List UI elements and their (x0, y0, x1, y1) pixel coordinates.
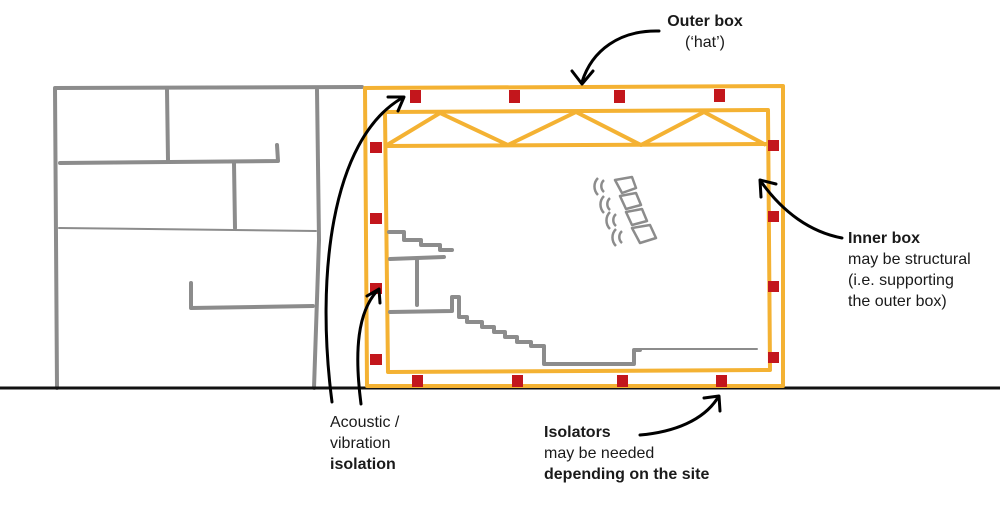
isolators-title: Isolators (544, 424, 611, 441)
existing-building (53, 85, 364, 390)
isolator-right-2 (768, 211, 779, 222)
arrow-acoustic-inner-head (365, 287, 382, 305)
inner-box (383, 108, 772, 374)
isolator-top-3 (614, 90, 625, 103)
isolator-bottom-1 (412, 375, 423, 387)
arrow-isolators (638, 397, 719, 437)
outer-box-label: Outer box (‘hat’) (660, 11, 750, 53)
isolator-right-3 (768, 281, 779, 292)
isolator-top-4 (714, 89, 725, 102)
outer-box-note: (‘hat’) (684, 34, 725, 51)
isolator-top-2 (509, 90, 520, 103)
isolators-label: Isolators may be needed depending on the… (544, 422, 764, 485)
acoustic-bold: isolation (330, 456, 396, 473)
acoustic-line-2: vibration (330, 435, 391, 452)
acoustic-line-1: Acoustic / (330, 414, 400, 431)
roof-truss (384, 110, 769, 148)
isolators-line: may be needed (544, 445, 655, 462)
inner-box-line-3: the outer box) (848, 293, 947, 310)
isolator-bottom-2 (512, 375, 523, 387)
annotation-arrows (324, 29, 844, 437)
arrow-outer-box-head (570, 69, 595, 86)
isolator-top-1 (410, 90, 421, 103)
arrow-outer-box (580, 29, 661, 84)
arrow-inner-box-head (758, 178, 778, 199)
isolators-bold: depending on the site (544, 466, 710, 483)
auditorium-seating (387, 230, 758, 366)
isolator-bottom-3 (617, 375, 628, 387)
isolator-right-4 (768, 352, 779, 363)
arrow-inner-box (760, 181, 844, 240)
outer-box-title: Outer box (667, 13, 743, 30)
isolator-left-4 (370, 354, 382, 365)
isolator-right-1 (768, 140, 779, 151)
inner-box-line-2: (i.e. supporting (848, 272, 954, 289)
arrow-acoustic-outer-head (386, 95, 406, 113)
isolator-left-2 (370, 213, 382, 224)
isolator-bottom-4 (716, 375, 727, 387)
arrow-isolators-head (702, 394, 722, 413)
arrow-acoustic-outer (324, 96, 404, 404)
isolators (370, 89, 779, 387)
inner-box-title: Inner box (848, 230, 921, 247)
acoustic-label: Acoustic / vibration isolation (330, 412, 440, 475)
arrow-acoustic-inner (356, 289, 379, 406)
inner-box-label: Inner box may be structural (i.e. suppor… (848, 228, 998, 312)
inner-box-line-1: may be structural (848, 251, 971, 268)
speaker-stack-icon (593, 175, 658, 247)
outer-box (363, 84, 785, 388)
isolator-left-1 (370, 142, 382, 153)
isolator-left-3 (370, 283, 382, 294)
